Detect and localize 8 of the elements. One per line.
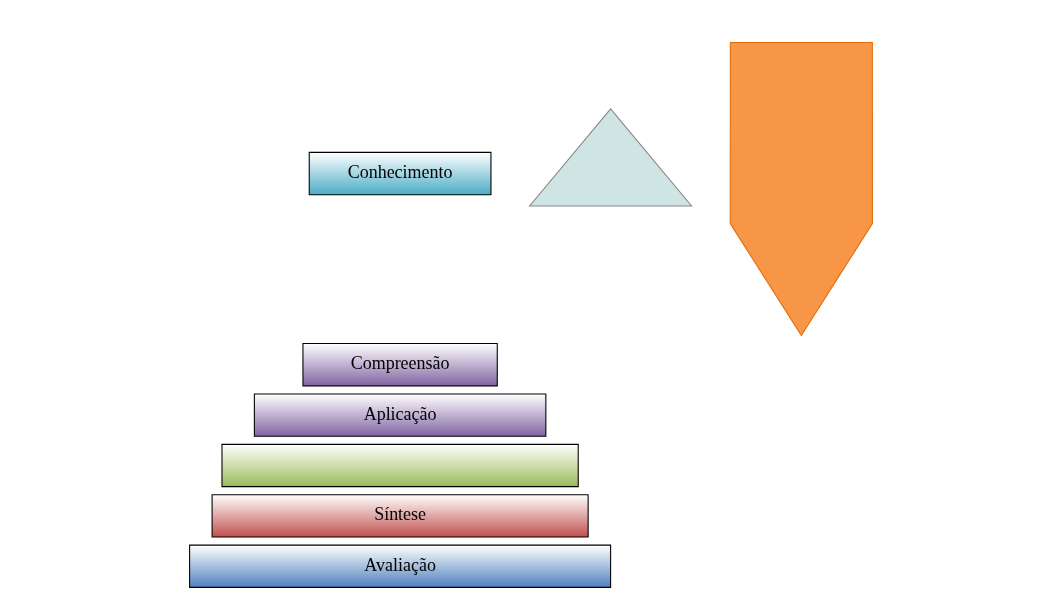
node-arrow [729, 42, 873, 337]
node-box: Compreensão [301, 343, 498, 387]
node-box: Síntese [211, 494, 589, 538]
node-triangle [528, 107, 693, 207]
node-box: Aplicação [253, 393, 546, 437]
node-box: Avaliação [188, 544, 611, 588]
node-bar [220, 443, 579, 488]
node-box: Conhecimento [308, 151, 491, 196]
